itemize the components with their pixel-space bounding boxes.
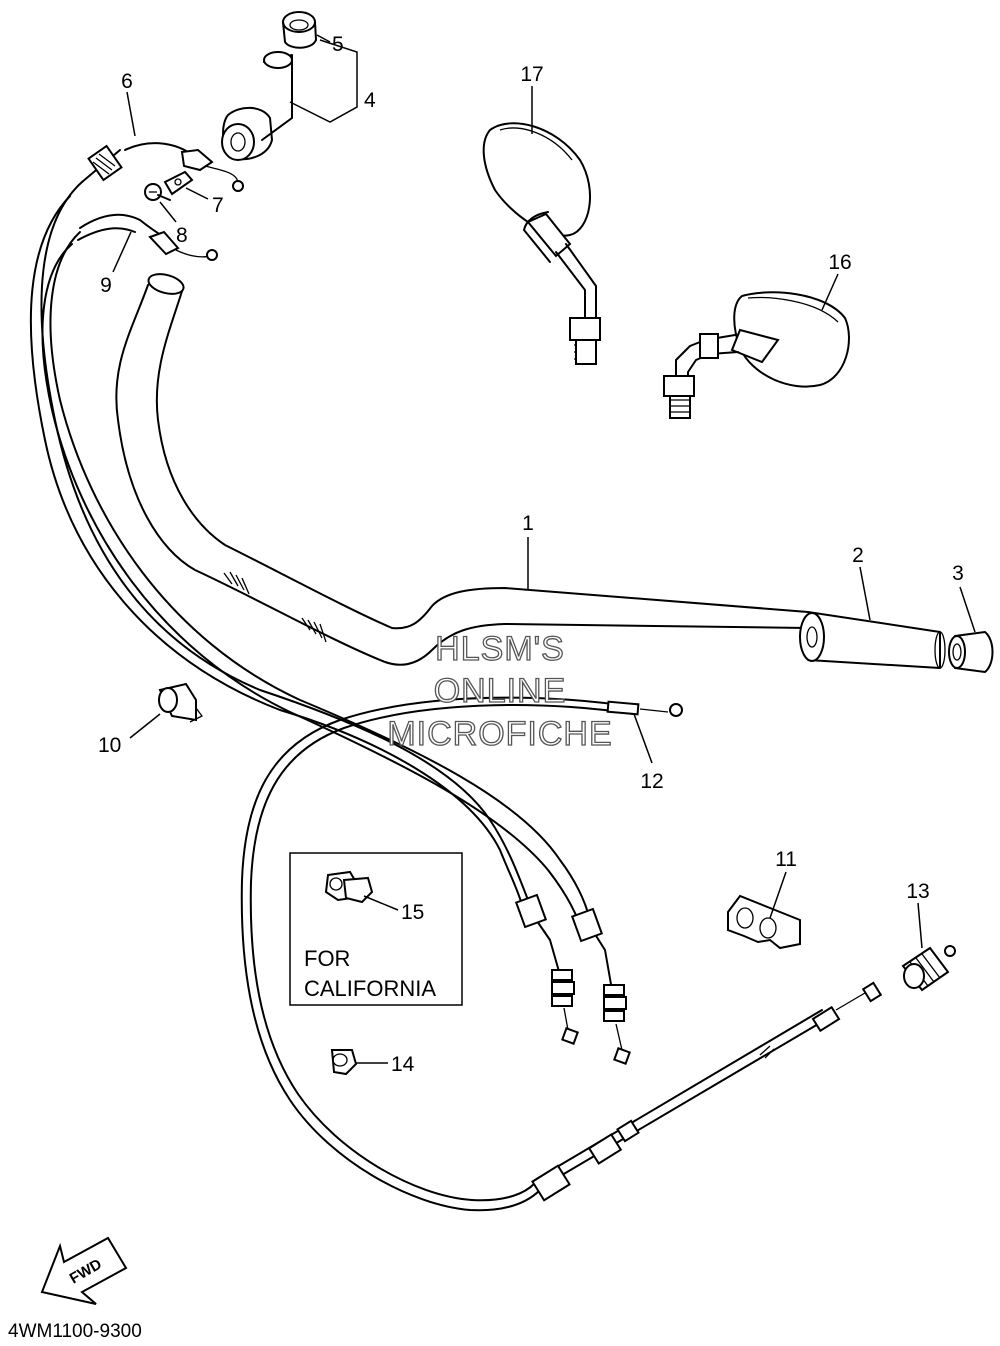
callout-15: 15 xyxy=(401,901,424,924)
callout-5: 5 xyxy=(316,33,344,56)
watermark-line-1: HLSM'S xyxy=(435,630,565,668)
callouts: 1 2 3 4 5 6 7 8 xyxy=(98,33,976,1076)
watermark-line-3: MICROFICHE xyxy=(387,715,612,753)
callout-4: 4 xyxy=(289,39,376,123)
mirror-left xyxy=(482,122,601,365)
clutch-cable xyxy=(240,696,883,1212)
callout-12: 12 xyxy=(633,713,664,793)
throttle-cable-2 xyxy=(77,213,218,261)
svg-text:2: 2 xyxy=(852,544,864,567)
california-note-box: 15 FOR CALIFORNIA xyxy=(289,852,463,1006)
callout-14: 14 xyxy=(356,1053,415,1076)
callout-6: 6 xyxy=(121,70,136,137)
handlebar xyxy=(115,273,809,666)
note-line-2: CALIFORNIA xyxy=(304,976,436,1001)
svg-text:17: 17 xyxy=(520,63,543,86)
callout-2: 2 xyxy=(852,544,871,621)
callout-7: 7 xyxy=(185,187,224,217)
callout-11: 11 xyxy=(769,848,797,919)
right-grip xyxy=(799,611,946,669)
cable-holder-11 xyxy=(727,894,801,950)
callout-8: 8 xyxy=(159,201,188,247)
svg-text:16: 16 xyxy=(828,251,851,274)
watermark: HLSM'S ONLINE MICROFICHE xyxy=(387,629,613,753)
callout-10: 10 xyxy=(98,713,161,757)
svg-text:3: 3 xyxy=(952,562,964,585)
callout-3: 3 xyxy=(952,562,976,633)
mirror-right xyxy=(663,291,850,419)
grip-collar xyxy=(282,11,317,49)
throttle-grip xyxy=(221,51,293,161)
callout-17: 17 xyxy=(520,63,544,134)
diagram-code: 4WM1100-9300 xyxy=(8,1321,142,1342)
svg-text:4: 4 xyxy=(364,89,376,112)
svg-text:14: 14 xyxy=(391,1053,415,1076)
svg-text:11: 11 xyxy=(775,848,797,871)
throttle-cable-routing xyxy=(29,181,631,1065)
clamp-14 xyxy=(330,1049,358,1076)
callout-9: 9 xyxy=(100,231,132,297)
callout-13: 13 xyxy=(906,880,930,949)
note-line-1: FOR xyxy=(304,946,350,971)
svg-text:13: 13 xyxy=(906,880,929,903)
bar-end-weight xyxy=(948,631,994,673)
callout-1: 1 xyxy=(522,512,534,590)
svg-text:10: 10 xyxy=(98,734,121,757)
cable-plate xyxy=(163,170,194,196)
svg-text:5: 5 xyxy=(332,33,344,56)
watermark-line-2: ONLINE xyxy=(434,672,567,710)
svg-text:9: 9 xyxy=(100,274,112,297)
callout-16: 16 xyxy=(821,251,852,311)
throttle-cable-1 xyxy=(81,142,244,192)
svg-text:7: 7 xyxy=(212,194,224,217)
fwd-arrow: FWD xyxy=(40,1236,128,1305)
screw xyxy=(144,183,171,201)
cable-guide-10 xyxy=(158,682,203,723)
svg-text:8: 8 xyxy=(176,224,188,247)
svg-text:1: 1 xyxy=(522,512,534,535)
cable-adjuster xyxy=(901,945,956,992)
svg-text:6: 6 xyxy=(121,70,133,93)
svg-text:12: 12 xyxy=(640,770,663,793)
